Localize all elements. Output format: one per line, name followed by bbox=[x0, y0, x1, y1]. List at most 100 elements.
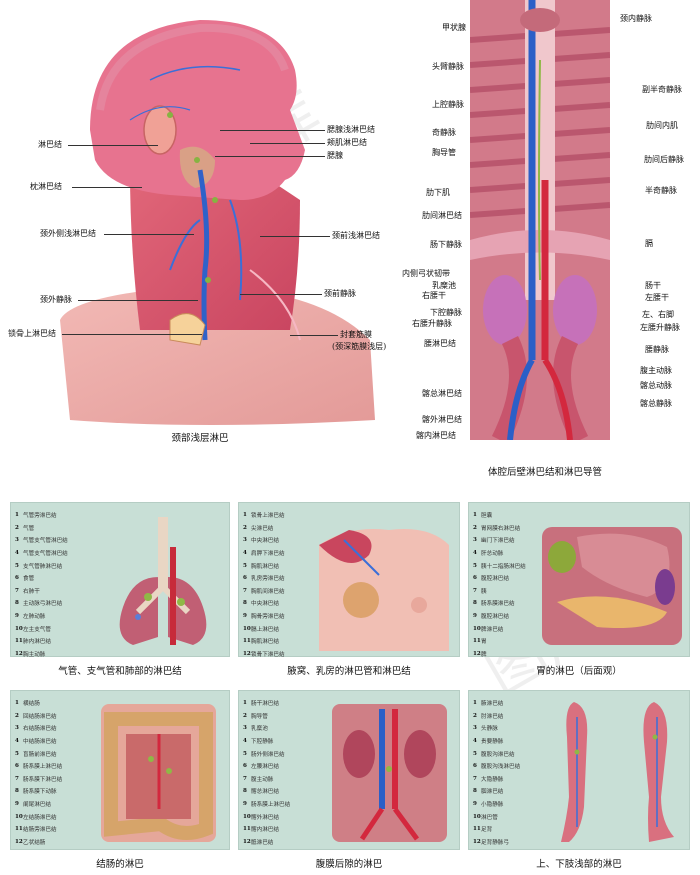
trunk-label-cisterna-chyli: 乳糜池 bbox=[432, 281, 456, 290]
trunk-label-lumbar-nodes: 腰淋巴结 bbox=[424, 339, 456, 348]
trunk-label-medial-arcuate-ligament: 内侧弓状韧带 bbox=[402, 269, 450, 278]
trunk-label-lumbar-vein: 腰静脉 bbox=[645, 345, 669, 354]
axilla-illustration bbox=[319, 529, 449, 651]
trunk-label-thoracic-duct: 胸导管 bbox=[432, 148, 456, 157]
trunk-label-internal-iliac-nodes: 髂内淋巴结 bbox=[416, 431, 456, 440]
trunk-label-crura: 左、右脚 bbox=[642, 310, 674, 319]
trunk-label-brachiocephalic-vein: 头臂静脉 bbox=[432, 62, 464, 71]
panel-axilla-caption: 腋窝、乳房的淋巴管和淋巴结 bbox=[287, 666, 411, 677]
lungs-illustration bbox=[119, 517, 207, 645]
trunk-label-right-ascending-lumbar-vein: 右腰升静脉 bbox=[412, 319, 452, 328]
trunk-label-posterior-intercostal-vein: 肋间后静脉 bbox=[644, 155, 684, 164]
trunk-label-common-iliac-vein: 髂总静脉 bbox=[640, 399, 672, 408]
trunk-label-internal-intercostal: 肋间内肌 bbox=[646, 121, 678, 130]
panel-colon-caption: 结肠的淋巴 bbox=[96, 859, 144, 870]
trunk-label-subcostal-vein: 肠下静脉 bbox=[430, 240, 462, 249]
trunk-figure bbox=[469, 0, 611, 445]
neck-label-parotid-superficial-nodes: 腮腺浅淋巴结 bbox=[327, 125, 375, 134]
trunk-label-common-iliac-nodes: 髂总淋巴结 bbox=[422, 389, 462, 398]
trunk-label-accessory-hemiazygos: 副半奇静脉 bbox=[642, 85, 682, 94]
trunk-label-internal-jugular-vein: 颈内静脉 bbox=[620, 14, 652, 23]
trunk-title: 体腔后壁淋巴结和淋巴导管 bbox=[487, 467, 602, 478]
neck-label-external-jugular-vein: 颈外静脉 bbox=[40, 295, 72, 304]
leader-line bbox=[260, 236, 330, 237]
trunk-label-inferior-vena-cava: 下腔静脉 bbox=[430, 308, 462, 317]
trunk-label-azygos-vein: 奇静脉 bbox=[432, 128, 456, 137]
trunk-illustration bbox=[469, 0, 611, 445]
trunk-label-intestinal-trunk: 肠干 bbox=[645, 281, 661, 290]
leader-line bbox=[215, 156, 325, 157]
trunk-label-intercostal-nodes: 肋间淋巴结 bbox=[422, 211, 462, 220]
leader-line bbox=[290, 335, 338, 336]
neck-label-investing-fascia: 封套筋膜 bbox=[340, 330, 372, 339]
panel-limbs-caption: 上、下肢浅部的淋巴 bbox=[536, 859, 622, 870]
limbs-illustration bbox=[561, 702, 674, 842]
retroperitoneum-illustration bbox=[332, 704, 447, 842]
neck-label-buccinator-nodes: 颊肌淋巴结 bbox=[327, 138, 367, 147]
trunk-label-subcostal-muscle: 肋下肌 bbox=[426, 188, 450, 197]
trunk-label-left-ascending-lumbar-vein: 左腰升静脉 bbox=[640, 323, 680, 332]
trunk-label-right-lumbar-trunk: 右腰干 bbox=[422, 291, 446, 300]
neck-label-anterior-cervical-nodes: 颈前浅淋巴结 bbox=[332, 231, 380, 240]
leader-line bbox=[78, 300, 198, 301]
leader-line bbox=[220, 130, 325, 131]
neck-label-superficial-lateral-cervical-nodes: 颈外侧浅淋巴结 bbox=[40, 229, 96, 238]
